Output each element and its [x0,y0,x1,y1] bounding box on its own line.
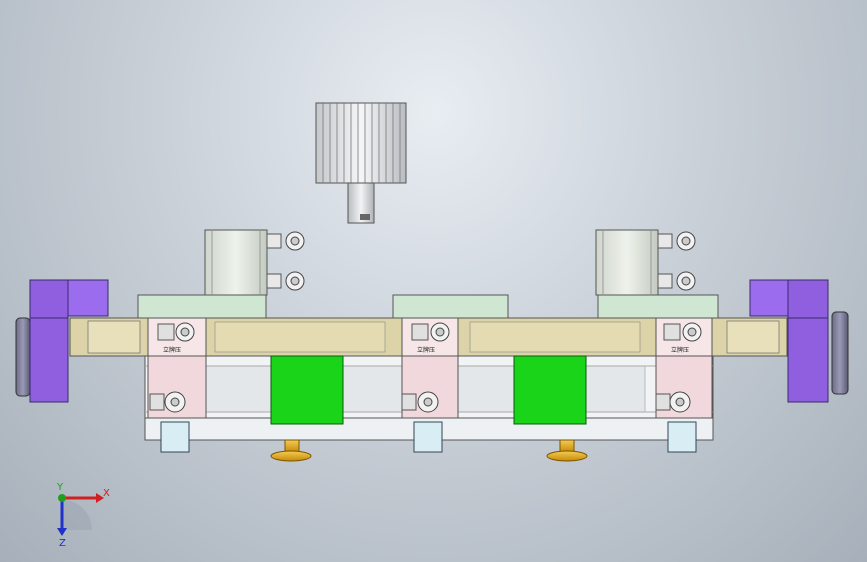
air-fitting-group-left [266,231,305,291]
part-label-left: 立牌压 [163,346,181,354]
mint-plate-center[interactable] [392,294,509,319]
foot-right[interactable] [667,421,697,453]
left-end-block[interactable] [15,279,109,403]
right-end-block[interactable] [749,279,849,403]
clamp-station-center[interactable] [401,317,459,419]
z-axis-arrowhead [57,528,67,536]
part-label-right: 立牌压 [671,346,689,354]
air-fitting-group-right [657,231,696,291]
clamp-station-right[interactable] [655,317,713,419]
z-axis-label: Z [59,538,66,549]
green-block-right[interactable] [513,355,587,425]
foot-center[interactable] [413,421,443,453]
mint-plate-left[interactable] [137,229,268,319]
clamp-station-left[interactable] [147,317,207,419]
gold-foot-right[interactable] [546,439,588,462]
spindle-motor[interactable] [315,102,407,224]
foot-left[interactable] [160,421,190,453]
coordinate-triad: X Y Z [56,482,110,549]
y-axis-dot [58,494,66,502]
part-label-center: 立牌压 [417,346,435,354]
y-axis-label: Y [56,482,64,493]
gold-foot-left[interactable] [270,439,312,462]
green-block-left[interactable] [270,355,344,425]
x-axis-arrowhead [96,493,104,503]
mint-plate-right[interactable] [595,229,719,319]
x-axis-label: X [103,488,110,499]
